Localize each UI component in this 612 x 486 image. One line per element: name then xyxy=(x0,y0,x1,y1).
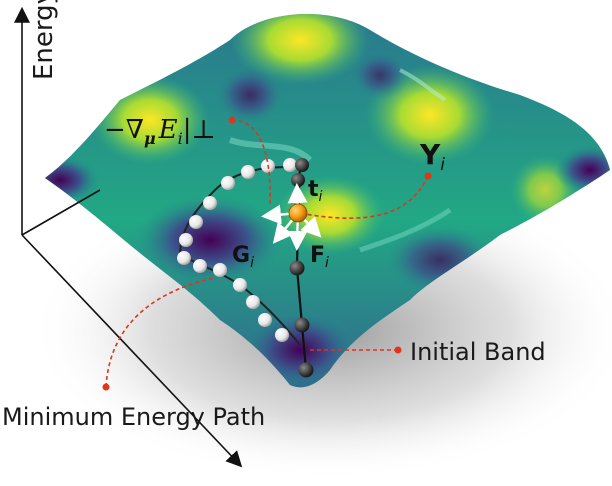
mep-bead xyxy=(179,233,193,247)
label-t: ti xyxy=(308,177,323,205)
force-vectors xyxy=(261,183,322,251)
band-bead xyxy=(291,173,305,187)
mep-bead xyxy=(213,263,227,277)
x-axis xyxy=(21,189,101,236)
leader-Y xyxy=(304,175,429,219)
leader-lines xyxy=(105,119,429,388)
mep-bead xyxy=(203,196,217,210)
leader-grad-perp xyxy=(231,119,271,206)
mep-bead xyxy=(189,215,203,229)
band-bead xyxy=(294,317,310,333)
leader-dot xyxy=(102,383,110,391)
mep-bead xyxy=(275,328,289,342)
leader-mep xyxy=(105,277,215,388)
axes: Energy xyxy=(14,0,243,468)
leader-dot xyxy=(424,172,432,180)
band-bead xyxy=(289,260,305,276)
label-minimum-energy-path: Minimum Energy Path xyxy=(2,403,265,431)
label-Y: Yi xyxy=(419,138,445,175)
current-image xyxy=(288,203,308,223)
leader-dots xyxy=(102,116,432,391)
mep-bead xyxy=(283,158,297,172)
mep-bead xyxy=(246,295,260,309)
band-bead xyxy=(298,362,314,378)
mep-bead xyxy=(193,259,207,273)
minimum-energy-path xyxy=(177,158,301,346)
mep-bead xyxy=(177,251,191,265)
energy-axis-label: Energy xyxy=(29,0,59,80)
label-initial-band: Initial Band xyxy=(410,338,546,366)
mep-bead xyxy=(221,176,235,190)
label-F: Fi xyxy=(310,243,329,271)
leader-dot xyxy=(228,116,236,124)
y-axis xyxy=(21,234,243,468)
band-bead xyxy=(295,158,309,172)
mep-bead xyxy=(241,165,255,179)
leader-dot xyxy=(394,346,402,354)
mep-bead xyxy=(258,313,272,327)
label-G: Gi xyxy=(232,243,254,271)
mep-bead xyxy=(233,278,247,292)
